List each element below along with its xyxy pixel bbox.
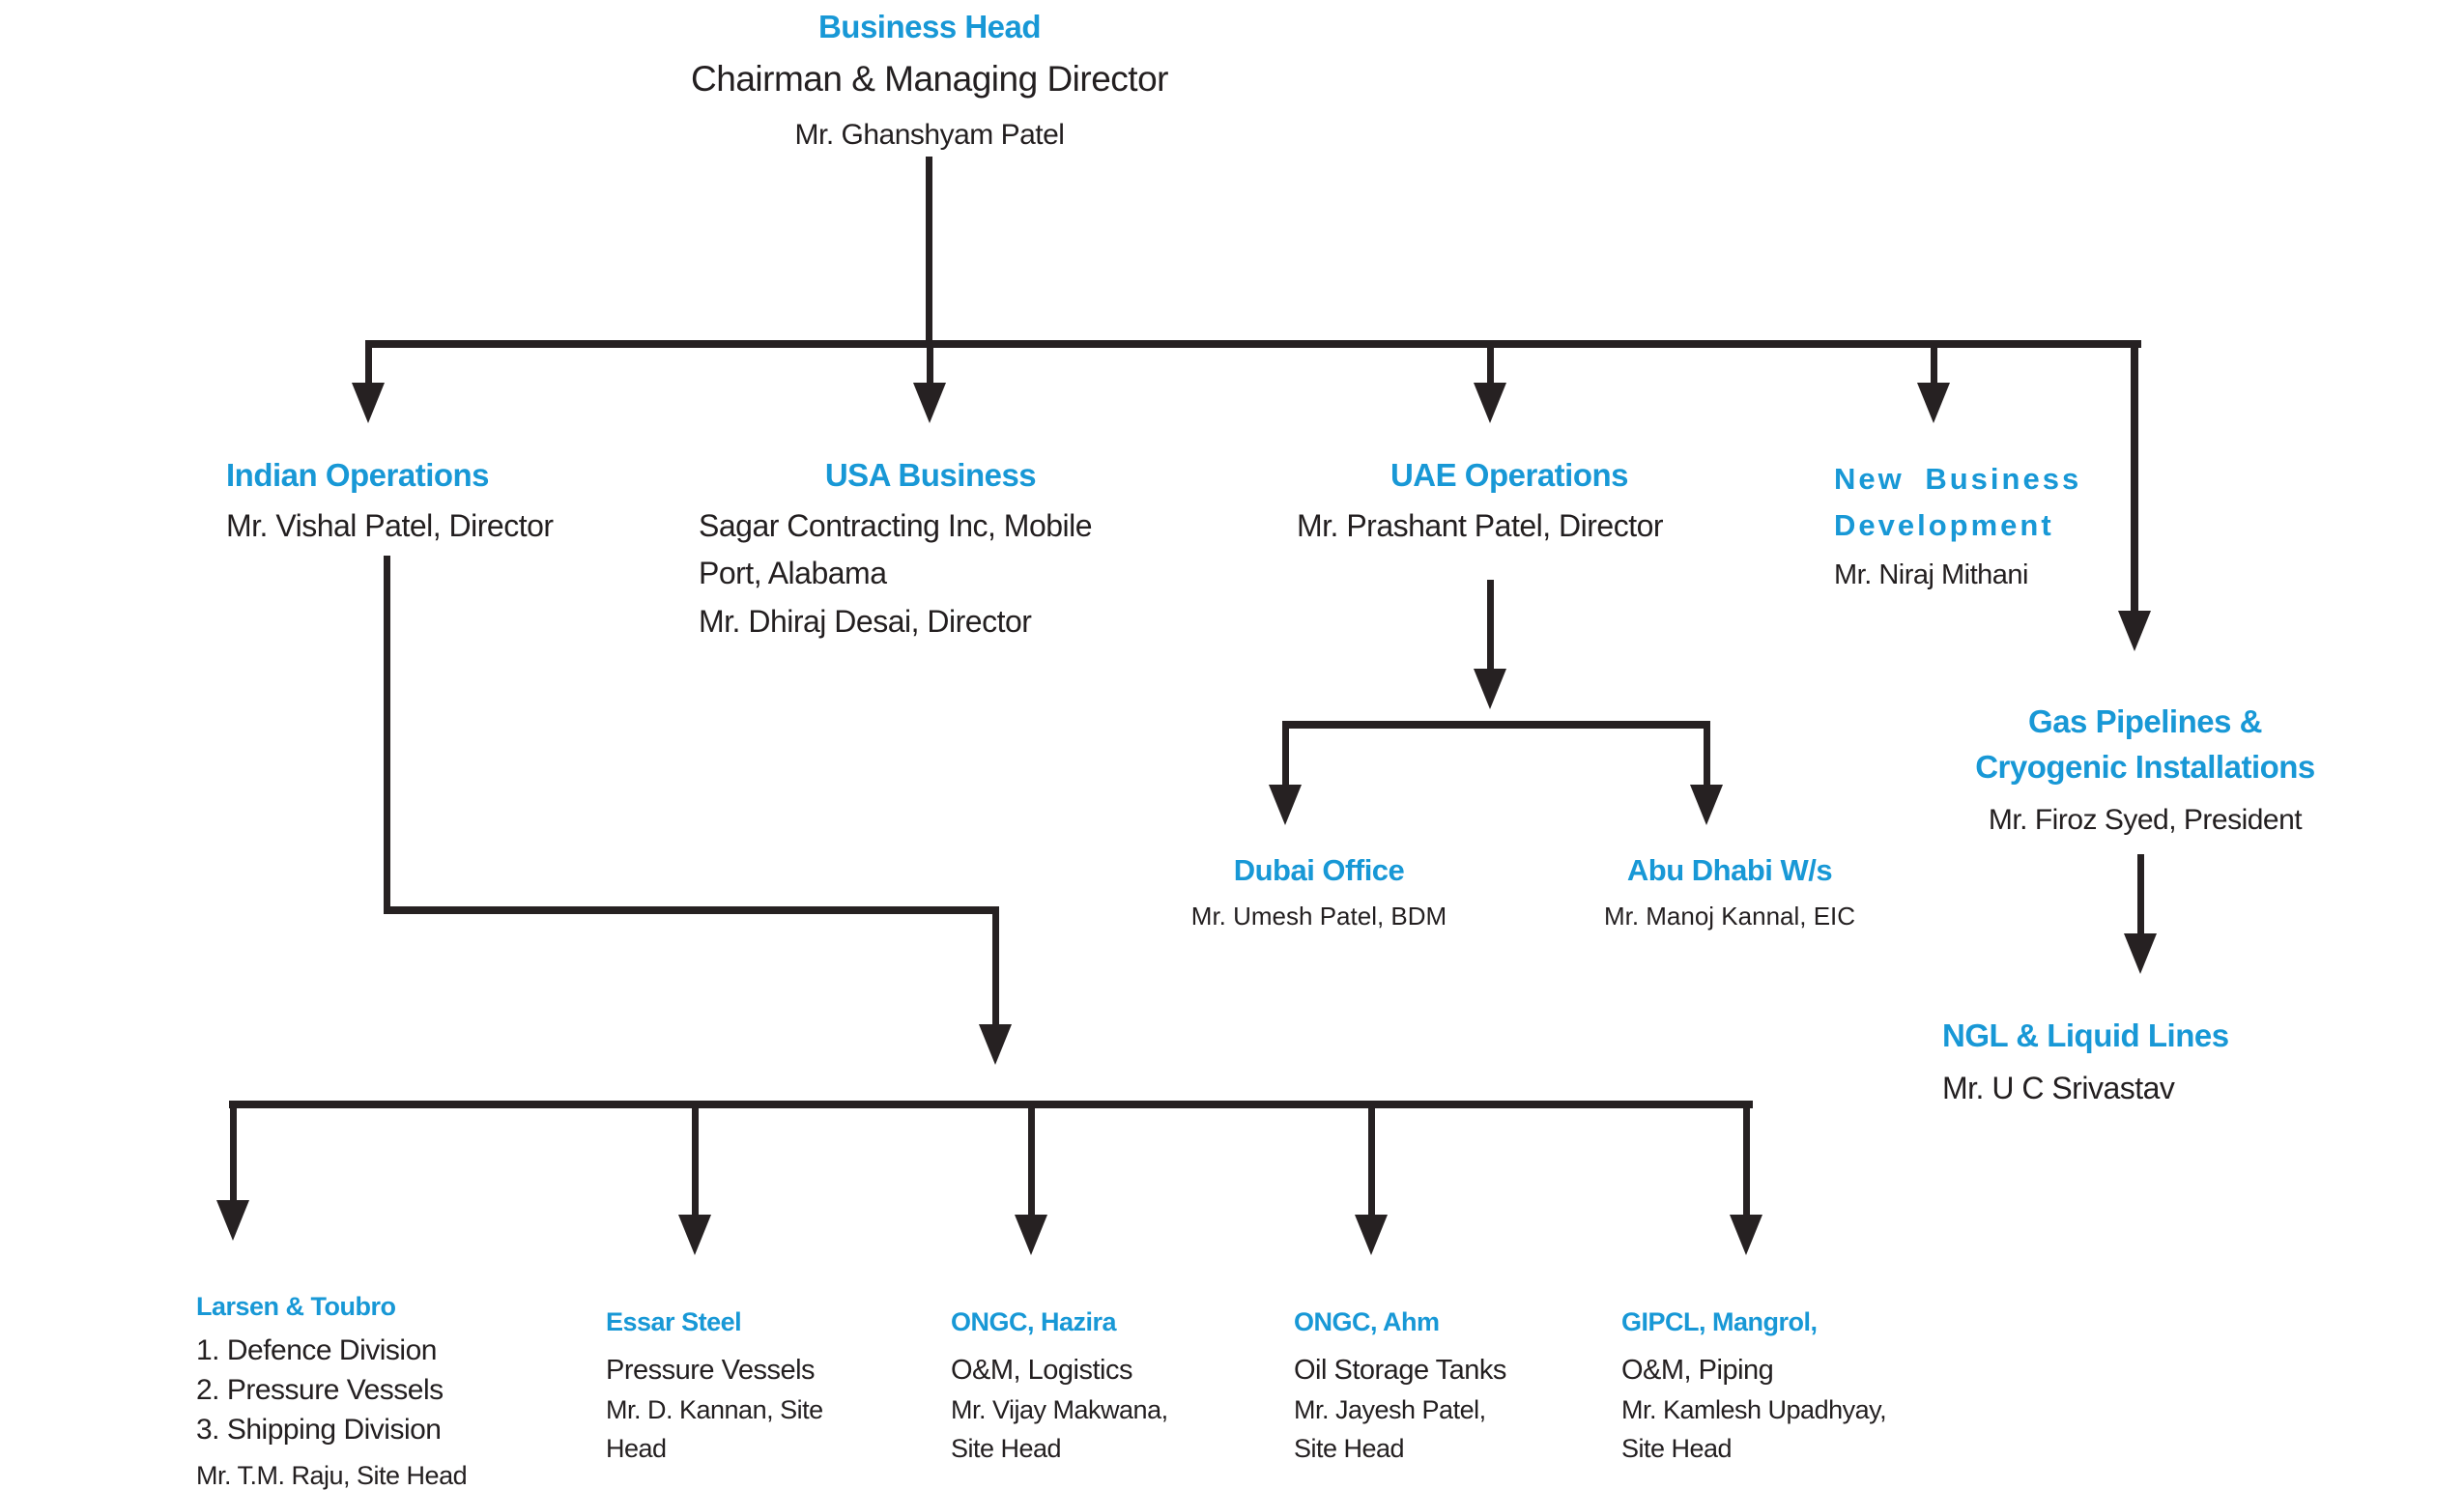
abu-dhabi-ws-title: Abu Dhabi W/s <box>1626 853 1833 887</box>
new-business-development-person: Mr. Niraj Mithani <box>1834 559 2029 591</box>
ngl-liquid-lines-person: Mr. U C Srivastav <box>1942 1070 2175 1105</box>
abu-dhabi-ws-person: Mr. Manoj Kannal, EIC <box>1603 902 1856 931</box>
node-abu-dhabi-ws: Abu Dhabi W/s Mr. Manoj Kannal, EIC <box>1590 852 1870 935</box>
connector-uae-bar <box>1282 721 1710 729</box>
arrowhead-abu-dhabi-ws <box>1690 785 1723 825</box>
arrowhead-ongc-hazira <box>1015 1215 1047 1255</box>
connector-stem-new-business-development <box>1931 348 1937 385</box>
usa-business-line1: Sagar Contracting Inc, Mobile <box>699 507 1093 543</box>
uae-operations-person: Mr. Prashant Patel, Director <box>1297 507 1664 543</box>
dubai-office-title: Dubai Office <box>1233 853 1405 887</box>
usa-business-line2: Port, Alabama <box>699 556 887 591</box>
arrowhead-gas-pipelines <box>2118 611 2151 651</box>
node-larsen-toubro: Larsen & Toubro 1. Defence Division 2. P… <box>196 1291 468 1490</box>
connector-stem-indian-operations <box>365 348 372 385</box>
gipcl-mangrol-title: GIPCL, Mangrol, <box>1621 1307 1818 1336</box>
indian-operations-person: Mr. Vishal Patel, Director <box>226 507 554 543</box>
connector-stem-gipcl-mangrol <box>1743 1108 1750 1215</box>
connector-stem-larsen-toubro <box>230 1108 237 1200</box>
connector-stem-abu-dhabi-ws <box>1704 729 1710 787</box>
larsen-toubro-item3: 3. Shipping Division <box>196 1413 442 1446</box>
ongc-hazira-person-line2: Site Head <box>951 1434 1062 1464</box>
arrowhead-new-business-development <box>1917 383 1950 423</box>
connector-stem-ongc-hazira <box>1028 1108 1035 1215</box>
larsen-toubro-title: Larsen & Toubro <box>196 1292 396 1321</box>
new-business-development-title-line1: New Business <box>1834 462 2082 496</box>
gipcl-mangrol-scope: O&M, Piping <box>1621 1355 1774 1387</box>
usa-business-title: USA Business <box>824 457 1037 493</box>
arrowhead-indian-operations <box>352 383 385 423</box>
gas-pipelines-title-line1: Gas Pipelines & <box>2028 703 2262 739</box>
arrowhead-gipcl-mangrol <box>1730 1215 1762 1255</box>
arrowhead-uae-operations <box>1474 383 1506 423</box>
ongc-ahm-scope: Oil Storage Tanks <box>1294 1355 1506 1387</box>
ongc-hazira-title: ONGC, Hazira <box>951 1307 1117 1336</box>
larsen-toubro-item1: 1. Defence Division <box>196 1334 437 1367</box>
essar-steel-person-line1: Mr. D. Kannan, Site <box>606 1394 823 1424</box>
connector-uae-stem <box>1487 580 1494 672</box>
node-business-head: Business Head Chairman & Managing Direct… <box>589 8 1270 157</box>
business-head-role: Chairman & Managing Director <box>691 58 1168 99</box>
new-business-development-title-line2: Development <box>1834 508 2054 543</box>
usa-business-line3: Mr. Dhiraj Desai, Director <box>699 603 1032 639</box>
ongc-hazira-person-line1: Mr. Vijay Makwana, <box>951 1394 1168 1424</box>
connector-stem-dubai-office <box>1282 729 1289 787</box>
node-new-business-development: New Business Development Mr. Niraj Mitha… <box>1834 456 2124 597</box>
node-gas-pipelines-cryogenic: Gas Pipelines & Cryogenic Installations … <box>1923 700 2367 842</box>
connector-indian-stem <box>384 556 390 914</box>
connector-stem-uae-operations <box>1487 348 1494 385</box>
ongc-hazira-scope: O&M, Logistics <box>951 1355 1132 1387</box>
arrowhead-ongc-ahm <box>1355 1215 1388 1255</box>
connector-stem-essar-steel <box>692 1108 699 1215</box>
essar-steel-person-line2: Head <box>606 1434 667 1464</box>
node-uae-operations: UAE Operations Mr. Prashant Patel, Direc… <box>1297 456 1722 549</box>
dubai-office-person: Mr. Umesh Patel, BDM <box>1190 902 1447 931</box>
connector-stem-ngl-liquid-lines <box>2137 854 2144 933</box>
connector-indian-stem2 <box>992 914 999 1024</box>
ngl-liquid-lines-title: NGL & Liquid Lines <box>1942 1017 2229 1053</box>
gipcl-mangrol-person-line1: Mr. Kamlesh Upadhyay, <box>1621 1394 1887 1424</box>
node-essar-steel: Essar Steel Pressure Vessels Mr. D. Kann… <box>606 1306 823 1469</box>
uae-operations-title: UAE Operations <box>1390 457 1629 493</box>
node-gipcl-mangrol: GIPCL, Mangrol, O&M, Piping Mr. Kamlesh … <box>1621 1306 1887 1469</box>
connector-stem-usa-business <box>927 348 933 385</box>
node-usa-business: USA Business Sagar Contracting Inc, Mobi… <box>699 456 1162 645</box>
ongc-ahm-title: ONGC, Ahm <box>1294 1307 1440 1336</box>
connector-root-stem <box>926 157 932 340</box>
larsen-toubro-item2: 2. Pressure Vessels <box>196 1374 444 1407</box>
arrowhead-ngl-liquid-lines <box>2124 933 2157 974</box>
arrowhead-essar-steel <box>678 1215 711 1255</box>
node-indian-operations: Indian Operations Mr. Vishal Patel, Dire… <box>226 456 554 549</box>
arrowhead-dubai-office <box>1269 785 1302 825</box>
connector-sites-bar <box>229 1101 1753 1108</box>
connector-indian-elbow <box>384 906 999 914</box>
essar-steel-title: Essar Steel <box>606 1307 742 1336</box>
node-ngl-liquid-lines: NGL & Liquid Lines Mr. U C Srivastav <box>1942 1017 2229 1111</box>
business-head-person: Mr. Ghanshyam Patel <box>794 119 1065 152</box>
essar-steel-scope: Pressure Vessels <box>606 1355 816 1387</box>
arrowhead-usa-business <box>913 383 946 423</box>
arrowhead-indian-split <box>979 1024 1012 1065</box>
gipcl-mangrol-person-line2: Site Head <box>1621 1434 1733 1464</box>
node-ongc-ahm: ONGC, Ahm Oil Storage Tanks Mr. Jayesh P… <box>1294 1306 1506 1469</box>
indian-operations-title: Indian Operations <box>226 457 490 493</box>
connector-top-bar <box>365 340 2141 348</box>
connector-stem-ongc-ahm <box>1368 1108 1375 1215</box>
gas-pipelines-title-line2: Cryogenic Installations <box>1975 748 2315 785</box>
connector-stem-gas-pipelines <box>2131 340 2138 613</box>
arrowhead-larsen-toubro <box>216 1200 249 1241</box>
larsen-toubro-person: Mr. T.M. Raju, Site Head <box>196 1460 468 1490</box>
business-head-title: Business Head <box>817 9 1042 44</box>
gas-pipelines-person: Mr. Firoz Syed, President <box>1988 803 2303 836</box>
arrowhead-uae-split <box>1474 669 1506 709</box>
ongc-ahm-person-line2: Site Head <box>1294 1434 1405 1464</box>
node-ongc-hazira: ONGC, Hazira O&M, Logistics Mr. Vijay Ma… <box>951 1306 1168 1469</box>
node-dubai-office: Dubai Office Mr. Umesh Patel, BDM <box>1184 852 1454 935</box>
ongc-ahm-person-line1: Mr. Jayesh Patel, <box>1294 1394 1486 1424</box>
